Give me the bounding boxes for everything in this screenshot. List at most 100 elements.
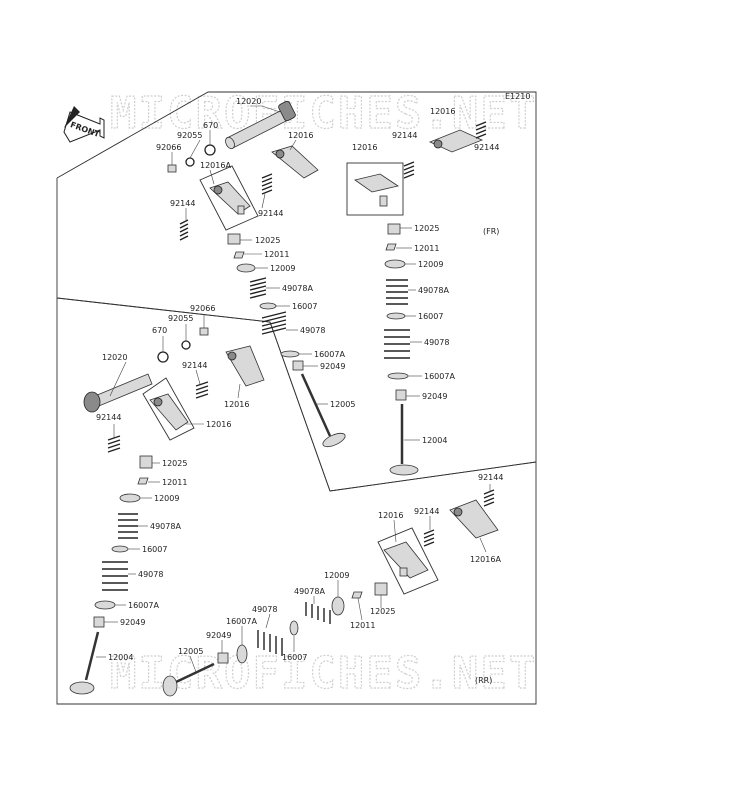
- rocker-arm-12016-top-right: [428, 129, 484, 153]
- part-label: 12009: [418, 260, 443, 269]
- part-label: 16007: [282, 653, 307, 662]
- rocker-box-12016-right: [346, 162, 404, 216]
- part-label: 92049: [120, 618, 145, 627]
- part-label: 12016: [352, 143, 377, 152]
- part-label: 92049: [320, 362, 345, 371]
- part-label: 49078: [424, 338, 449, 347]
- cotter-12011-rear-left: [137, 477, 149, 485]
- inner-spring-49078A-front-left: [249, 277, 267, 299]
- watermark-bottom: MICROFICHES.NET: [110, 648, 537, 699]
- spring-92144-c: [403, 161, 415, 179]
- part-label: 49078: [138, 570, 163, 579]
- spring-92144-d: [475, 121, 487, 139]
- spring-92144-b: [261, 173, 273, 195]
- seat-16007A-rear-right: [236, 644, 248, 664]
- part-label: 12011: [264, 250, 289, 259]
- rocker-arm-12016-top: [271, 145, 319, 179]
- adjuster-12025-front-right: [387, 223, 401, 235]
- part-label: 12016A: [470, 555, 501, 564]
- seal-92049-front-left: [292, 360, 304, 371]
- rocker-arm-12016-right: [354, 173, 399, 207]
- cotter-12011-front-right: [385, 243, 397, 251]
- part-label: 16007A: [314, 350, 345, 359]
- part-label: 12016: [378, 511, 403, 520]
- part-label: 12004: [422, 436, 447, 445]
- rocker-box-rear-right: [377, 527, 439, 595]
- seat-16007-front-right: [386, 312, 406, 320]
- outer-spring-49078-rear-left: [102, 561, 128, 591]
- part-label: 49078: [300, 326, 325, 335]
- cotter-12011-rear-right: [351, 591, 363, 599]
- inner-spring-49078A-front-right: [386, 279, 408, 305]
- inner-spring-49078A-rear-left: [118, 513, 138, 539]
- part-label: 49078A: [282, 284, 313, 293]
- part-label: 16007: [418, 312, 443, 321]
- watermark-top: MICROFICHES.NET: [110, 88, 537, 139]
- part-label: 12009: [154, 494, 179, 503]
- retainer-12009-front-right: [384, 259, 406, 269]
- part-label: 49078: [252, 605, 277, 614]
- valve-12004-front: [389, 404, 419, 476]
- rocker-box-rear-left: [142, 377, 195, 441]
- retainer-12009-front-left: [236, 263, 256, 273]
- spring-92144-f: [107, 435, 121, 453]
- inner-spring-49078A-rear-right: [305, 602, 331, 624]
- part-label: 12004: [108, 653, 133, 662]
- rocker-box-12016A: [199, 165, 259, 231]
- valve-12005-front: [300, 373, 346, 448]
- part-label: 92144: [258, 209, 283, 218]
- adjuster-12025-rear-left: [139, 455, 153, 469]
- part-label: 49078A: [418, 286, 449, 295]
- rocker-arm-12016-rear-mid: [225, 345, 265, 387]
- spring-92144-g: [423, 529, 435, 547]
- part-label: 92066: [190, 304, 215, 313]
- part-label: 92144: [96, 413, 121, 422]
- front-arrow-icon: FRONT: [63, 106, 105, 143]
- outer-spring-49078-front-right: [384, 329, 410, 359]
- part-label: 12016A: [200, 161, 231, 170]
- rear-cylinder-frame: [56, 297, 537, 705]
- part-label: 12016: [288, 131, 313, 140]
- part-label: 12025: [255, 236, 280, 245]
- part-label: 92066: [156, 143, 181, 152]
- spring-92144-a: [179, 219, 189, 241]
- outer-spring-49078-front-left: [261, 311, 287, 335]
- valve-12004-rear: [69, 631, 100, 695]
- part-label: 92049: [422, 392, 447, 401]
- part-label: 12020: [236, 97, 261, 106]
- seat-16007A-front-right: [387, 372, 409, 380]
- rocker-shaft-front: [225, 100, 296, 150]
- part-label: 12009: [270, 264, 295, 273]
- part-label: 49078A: [294, 587, 325, 596]
- seat-16007A-front-left: [280, 350, 300, 358]
- part-label: 92055: [168, 314, 193, 323]
- part-label: 12016: [430, 107, 455, 116]
- part-label: 12009: [324, 571, 349, 580]
- o-ring-670-rear: [157, 351, 169, 363]
- seal-92049-rear-left: [93, 616, 105, 628]
- seal-92049-front-right: [395, 389, 407, 401]
- part-label: 670: [203, 121, 218, 130]
- o-ring-92055-front: [185, 157, 195, 167]
- part-label: 49078A: [150, 522, 181, 531]
- part-label: 92144: [474, 143, 499, 152]
- seat-16007-front-left: [259, 302, 277, 310]
- rocker-arm-12016A-rear: [449, 499, 499, 539]
- part-label: 12025: [162, 459, 187, 468]
- part-label: 16007A: [128, 601, 159, 610]
- pin-92066-rear: [199, 327, 209, 336]
- part-labels: 12020 670 92055 92066 12016A 12016 92144…: [96, 97, 503, 662]
- part-label: 92144: [478, 473, 503, 482]
- seal-92049-rear-right: [217, 652, 229, 664]
- part-label: 16007A: [226, 617, 257, 626]
- part-label: 12016: [206, 420, 231, 429]
- part-label: 12016: [224, 400, 249, 409]
- part-label: 16007A: [424, 372, 455, 381]
- outer-spring-49078-rear-right: [257, 630, 283, 656]
- rocker-arm-12016A: [209, 181, 251, 215]
- adjuster-12025-front-left: [227, 233, 241, 245]
- part-label: 92049: [206, 631, 231, 640]
- rear-section-label: (RR): [475, 676, 492, 685]
- cotter-12011-front-left: [233, 251, 245, 259]
